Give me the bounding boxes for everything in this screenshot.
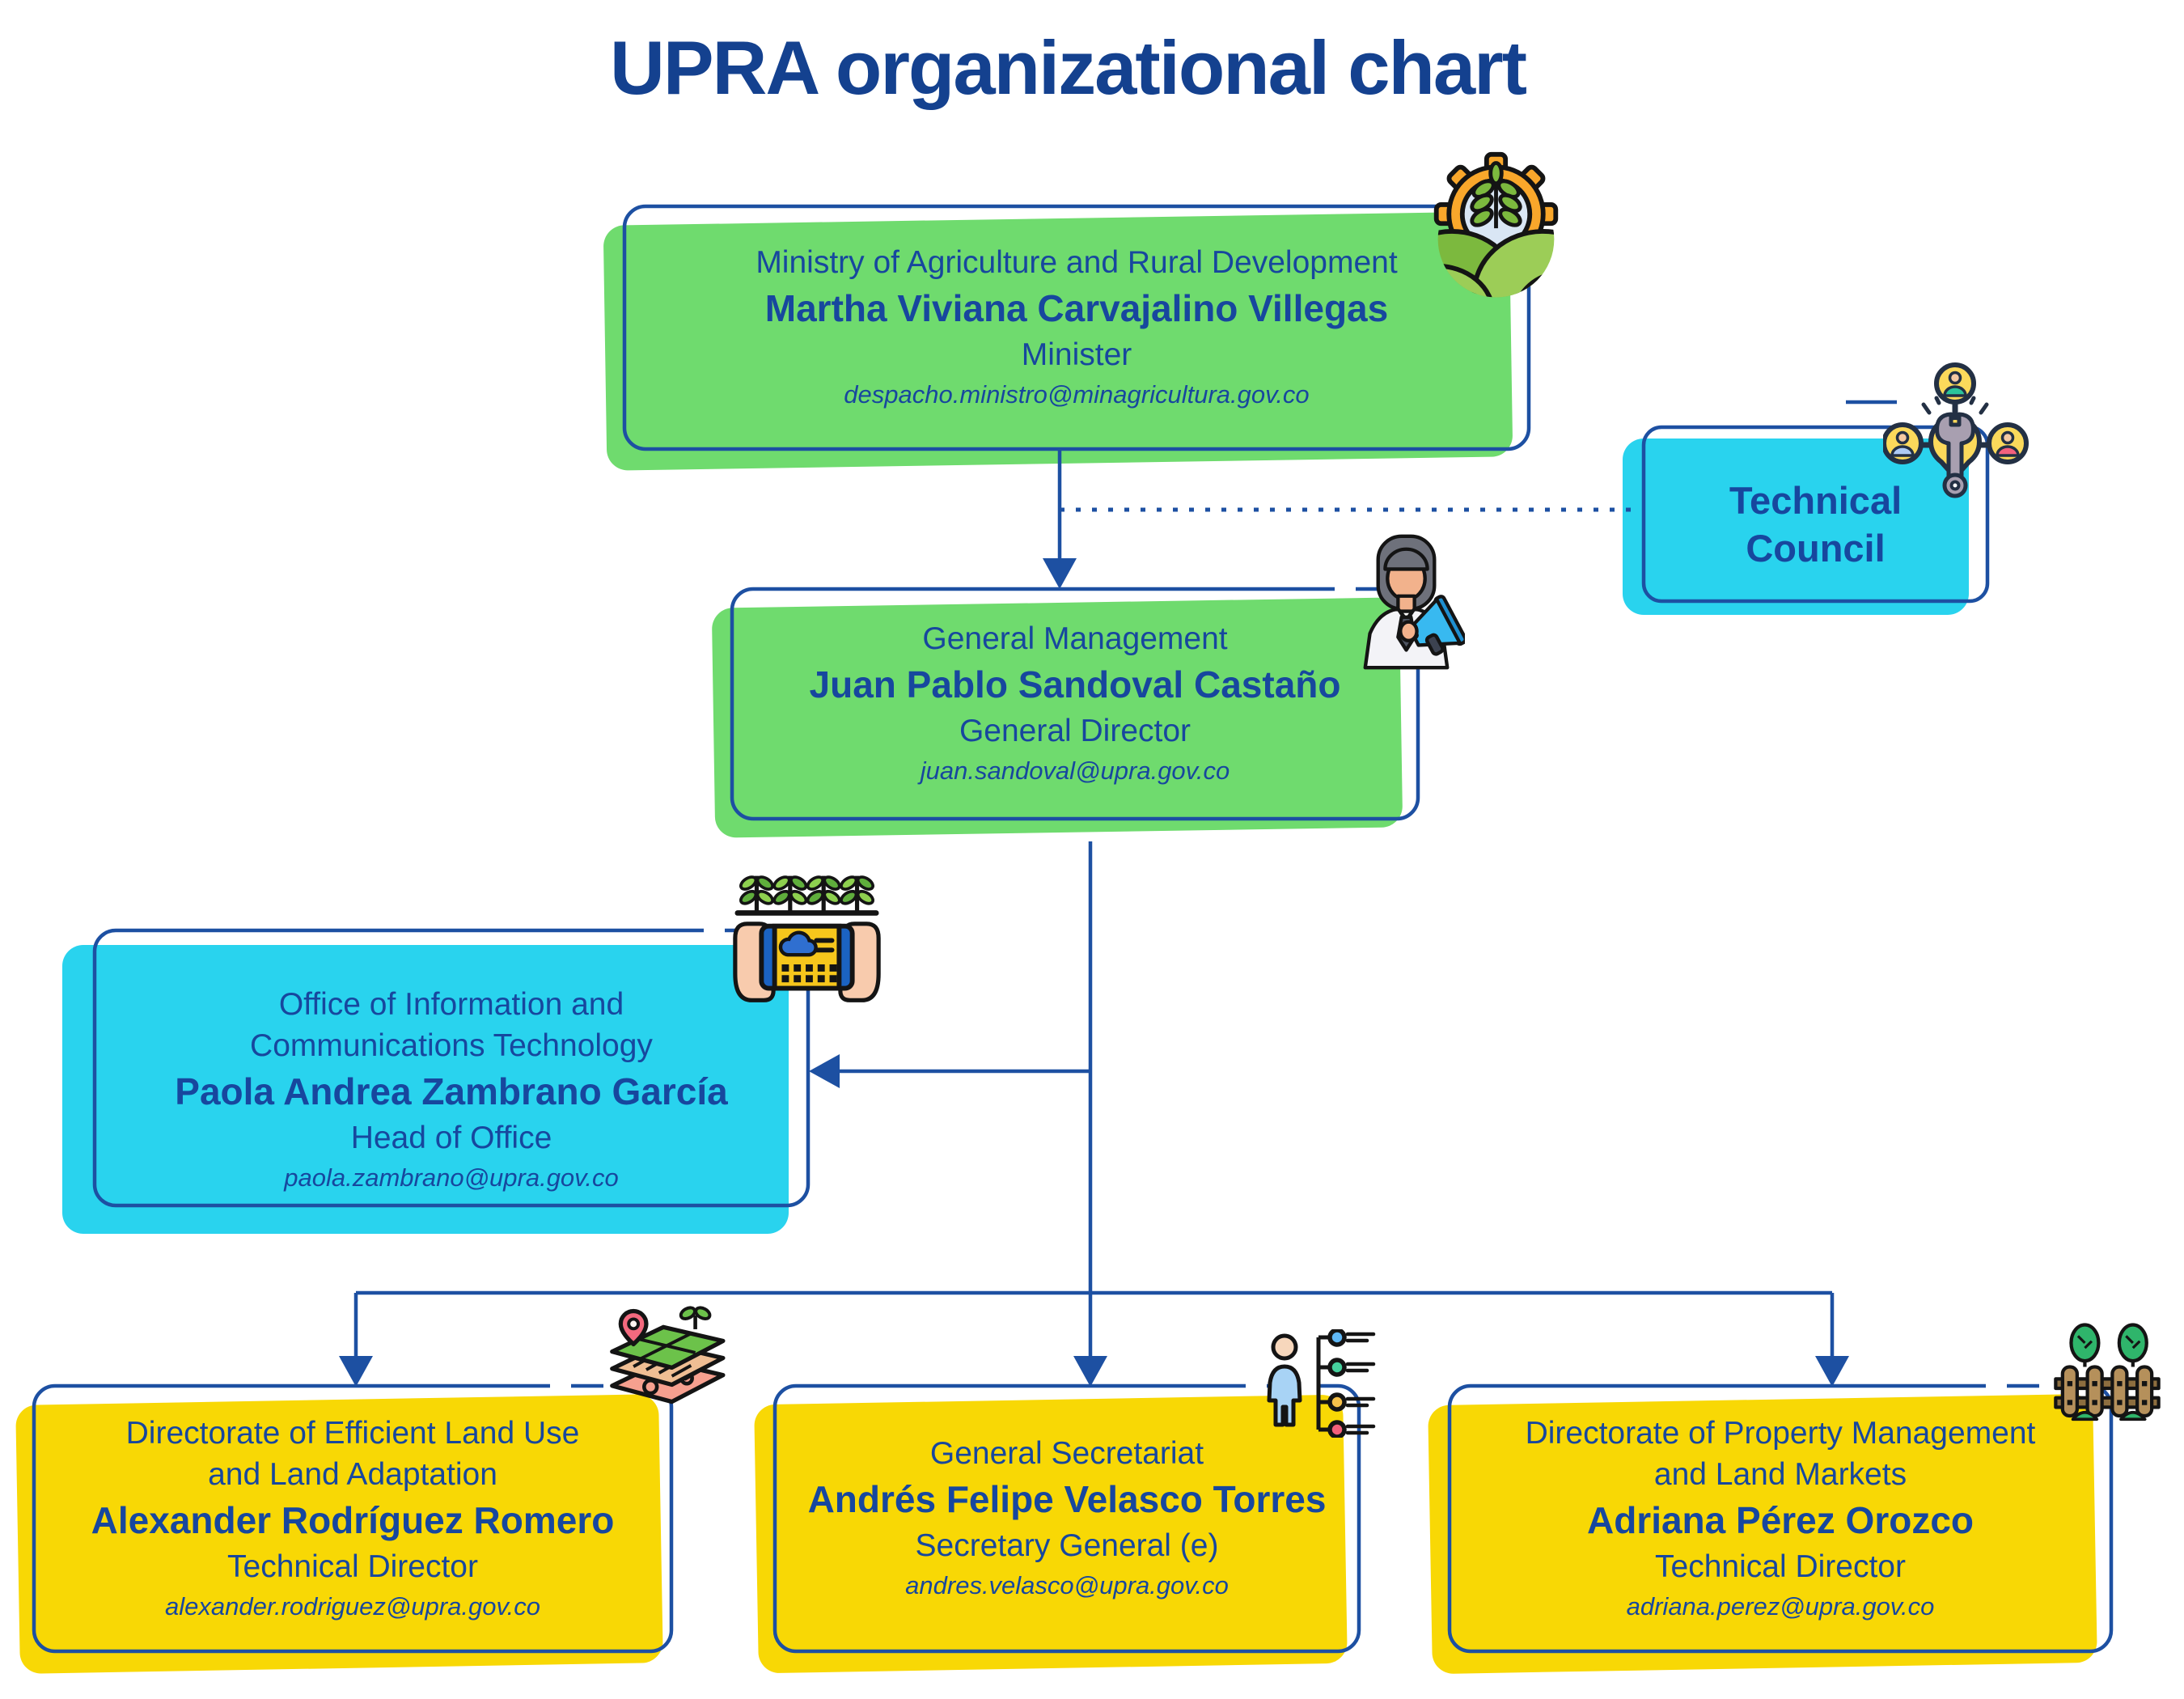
role-label: General Director — [959, 714, 1191, 748]
department-label: Office of Information and Communications… — [250, 987, 653, 1063]
role-label: Minister — [1021, 337, 1132, 372]
node-general-management: General Management Juan Pablo Sandoval C… — [711, 589, 1418, 838]
spokesperson-icon — [1363, 534, 1465, 670]
arrow-down-property — [1815, 1356, 1849, 1387]
arrow-down-secretariat — [1073, 1356, 1107, 1387]
map-layers-icon — [610, 1306, 726, 1405]
node-ict-office: Office of Information and Communications… — [62, 930, 808, 1234]
department-label: General Management — [922, 621, 1228, 656]
role-label: Technical Director — [1655, 1549, 1906, 1584]
org-structure-icon — [1267, 1329, 1376, 1438]
department-label: Directorate of Property Management and L… — [1525, 1415, 2036, 1492]
person-name: Andrés Felipe Velasco Torres — [807, 1478, 1327, 1520]
email-text: juan.sandoval@upra.gov.co — [920, 756, 1230, 785]
smart-farming-icon — [733, 859, 881, 1002]
department-label: Ministry of Agriculture and Rural Develo… — [756, 245, 1398, 280]
arrow-down-land-use — [339, 1356, 373, 1387]
team-council-icon — [1883, 362, 2029, 498]
department-label: Directorate of Efficient Land Use and La… — [125, 1415, 580, 1492]
arrow-left-ict — [809, 1054, 840, 1088]
gear-agriculture-icon — [1433, 151, 1559, 298]
role-label: Secretary General (e) — [915, 1528, 1219, 1563]
person-name: Juan Pablo Sandoval Castaño — [809, 663, 1341, 705]
email-text: paola.zambrano@upra.gov.co — [284, 1163, 619, 1192]
node-ministry: Ministry of Agriculture and Rural Develo… — [603, 206, 1529, 471]
email-text: andres.velasco@upra.gov.co — [905, 1571, 1229, 1599]
email-text: despacho.ministro@minagricultura.gov.co — [844, 380, 1310, 409]
arrow-down-gm — [1043, 558, 1077, 589]
farm-fence-icon — [2054, 1323, 2161, 1421]
email-text: adriana.perez@upra.gov.co — [1626, 1591, 1935, 1621]
role-label: Head of Office — [350, 1121, 552, 1155]
node-property-directorate: Directorate of Property Management and L… — [1428, 1386, 2111, 1675]
person-name: Paola Andrea Zambrano García — [175, 1070, 728, 1112]
role-label: Technical Director — [227, 1549, 478, 1584]
person-name: Martha Viviana Carvajalino Villegas — [764, 287, 1389, 329]
department-label: General Secretariat — [929, 1436, 1204, 1471]
node-land-use-directorate: Directorate of Efficient Land Use and La… — [15, 1386, 671, 1674]
page-title: UPRA organizational chart — [609, 25, 1527, 110]
person-name: Adriana Pérez Orozco — [1586, 1498, 1974, 1541]
email-text: alexander.rodriguez@upra.gov.co — [164, 1591, 541, 1621]
person-name: Alexander Rodríguez Romero — [91, 1498, 615, 1541]
